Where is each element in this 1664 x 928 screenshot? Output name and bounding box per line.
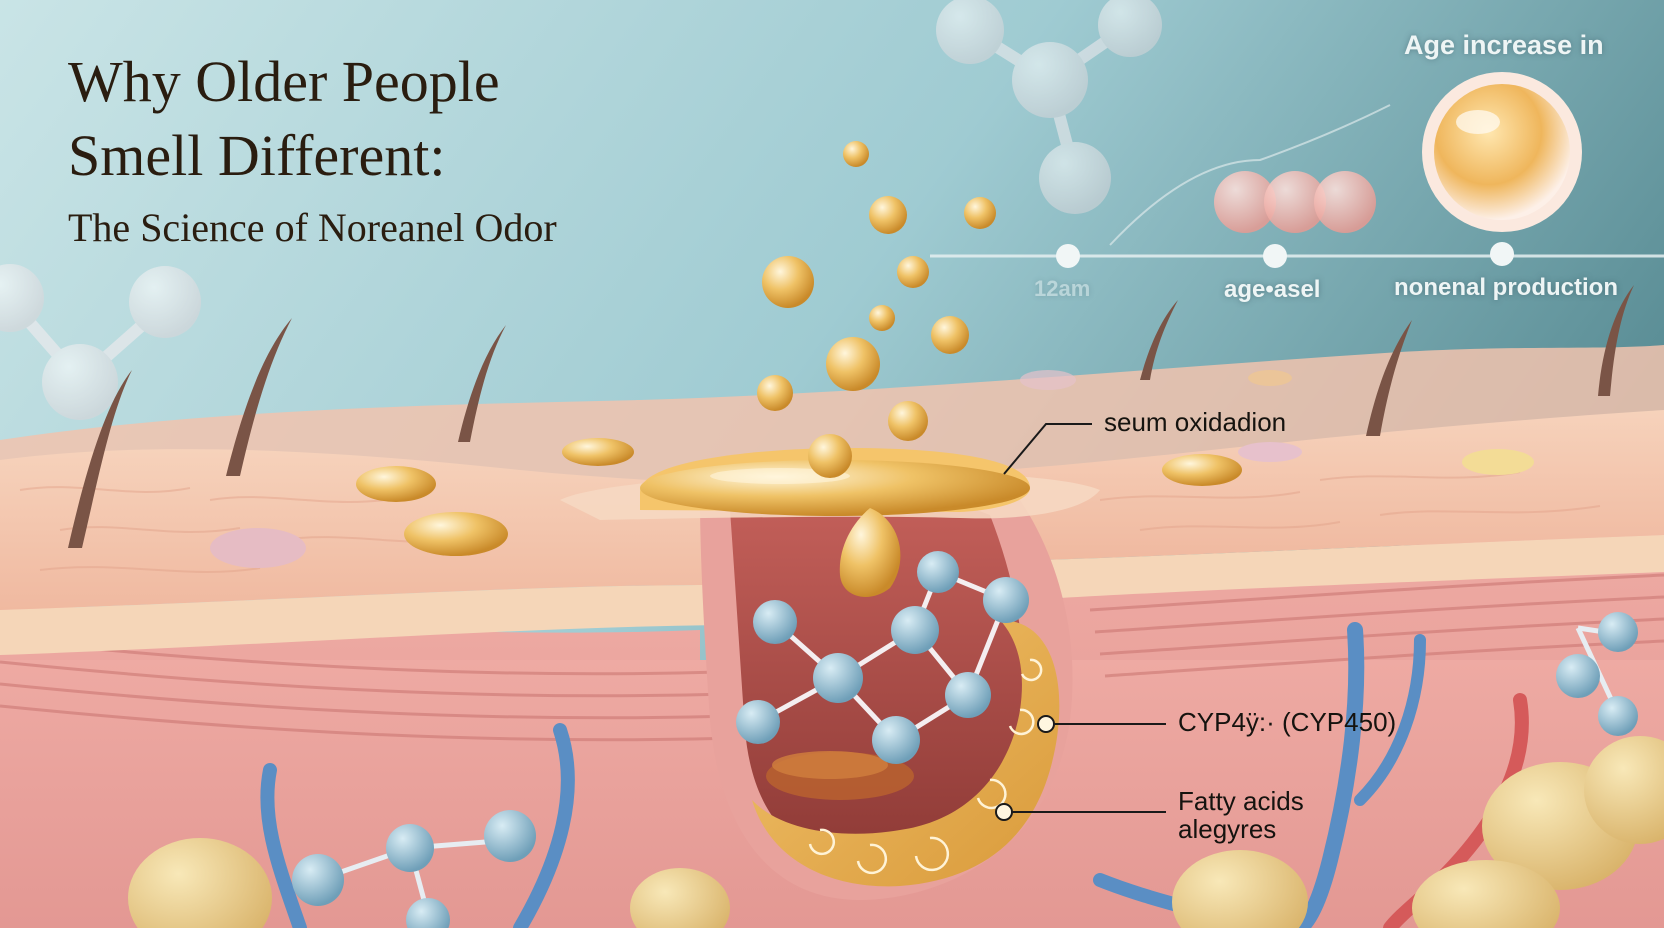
timeline-marker-3: [1490, 242, 1514, 266]
title-line-1: Why Older People: [68, 49, 500, 114]
fatty-acids-callout-dot: [995, 803, 1013, 821]
callout-fatty-acids-line-1: Fatty acids: [1178, 786, 1304, 816]
callout-leaders: [1003, 423, 1166, 813]
oxidation-molecule-network: [736, 551, 1029, 764]
timeline-marker-1: [1056, 244, 1080, 268]
title-line-2: Smell Different:: [68, 123, 446, 188]
timeline-heading: Age increase in: [1404, 30, 1604, 60]
callout-fatty-acids-line-2: alegyres: [1178, 814, 1277, 844]
background-molecule-left: [0, 264, 201, 420]
surface-sebum-bumps: [210, 370, 1534, 568]
timeline-label-2: age•asel: [1224, 276, 1321, 303]
timeline-label-1: 12am: [1034, 276, 1091, 301]
callout-sebum-oxidation: seum oxidadion: [1104, 407, 1287, 437]
gland-swirls: [808, 658, 1043, 875]
callout-enzyme: CYP4ÿ:· (CYP450): [1178, 707, 1397, 737]
sebum-drip: [839, 508, 901, 597]
enzyme-callout-dot: [1037, 715, 1055, 733]
timeline-label-3: nonenal production: [1394, 274, 1618, 301]
fat-cells: [128, 736, 1664, 928]
timeline-marker-2: [1263, 244, 1287, 268]
sebaceous-gland: [752, 620, 1060, 887]
background-molecule-top: [936, 0, 1162, 214]
dermis-molecules: [292, 612, 1638, 928]
epidermis-front-right: [1000, 410, 1664, 560]
age-timeline: [930, 72, 1664, 268]
hair-strands: [68, 285, 1634, 548]
rising-sebum-droplets: [757, 141, 996, 478]
subtitle: The Science of Noreanel Odor: [68, 205, 557, 250]
sebum-oil-pool: [640, 448, 1030, 597]
